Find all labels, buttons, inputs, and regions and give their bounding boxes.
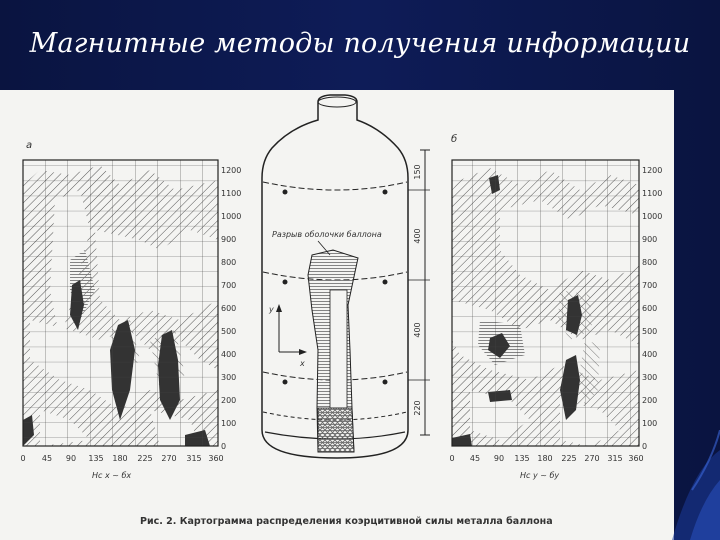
coercivity-map-b: б 0 100 200 300 400 500 600 — [449, 133, 662, 480]
a-ytick-0: 0 — [221, 442, 226, 451]
b-xtick-0: 0 — [449, 454, 454, 463]
figure-caption: Рис. 2. Картограмма распределения коэрци… — [140, 516, 553, 527]
a-xtick-90: 90 — [66, 454, 76, 463]
a-ytick-700: 700 — [221, 281, 236, 290]
a-ytick-900: 900 — [221, 235, 236, 244]
dim-400-top: 400 — [413, 228, 422, 243]
panel-a-y-ticks: 0 100 200 300 400 500 600 700 800 900 10… — [221, 166, 241, 451]
dim-400-bottom: 400 — [413, 322, 422, 337]
a-ytick-1000: 1000 — [221, 212, 241, 221]
b-ytick-400: 400 — [642, 350, 657, 359]
a-ytick-400: 400 — [221, 350, 236, 359]
a-xtick-360: 360 — [208, 454, 223, 463]
b-xtick-360: 360 — [628, 454, 643, 463]
b-ytick-600: 600 — [642, 304, 657, 313]
a-ytick-100: 100 — [221, 419, 236, 428]
panel-a-letter: а — [26, 140, 32, 151]
b-ytick-1200: 1200 — [642, 166, 662, 175]
a-xtick-315: 315 — [186, 454, 201, 463]
panel-a-xlabel: Нс х ~ бх — [92, 471, 131, 480]
coercivity-map-a: а 0 100 200 300 400 500 600 — [20, 140, 241, 480]
a-xtick-225: 225 — [137, 454, 152, 463]
axis-x-label: x — [299, 359, 305, 368]
a-ytick-300: 300 — [221, 373, 236, 382]
panel-b-letter: б — [451, 133, 457, 145]
a-xtick-45: 45 — [42, 454, 52, 463]
panel-b-xlabel: Нс у ~ бу — [520, 471, 559, 480]
b-xtick-90: 90 — [494, 454, 504, 463]
b-xtick-45: 45 — [470, 454, 480, 463]
a-xtick-0: 0 — [20, 454, 25, 463]
b-ytick-800: 800 — [642, 258, 657, 267]
b-ytick-0: 0 — [642, 442, 647, 451]
b-xtick-270: 270 — [584, 454, 599, 463]
b-ytick-700: 700 — [642, 281, 657, 290]
b-xtick-315: 315 — [607, 454, 622, 463]
b-ytick-200: 200 — [642, 396, 657, 405]
b-xtick-180: 180 — [537, 454, 552, 463]
dim-150: 150 — [413, 164, 422, 179]
b-ytick-900: 900 — [642, 235, 657, 244]
a-xtick-135: 135 — [88, 454, 103, 463]
b-ytick-1100: 1100 — [642, 189, 662, 198]
a-ytick-600: 600 — [221, 304, 236, 313]
a-ytick-200: 200 — [221, 396, 236, 405]
b-ytick-1000: 1000 — [642, 212, 662, 221]
corner-decoration — [672, 430, 720, 540]
a-xtick-180: 180 — [112, 454, 127, 463]
a-ytick-500: 500 — [221, 327, 236, 336]
b-ytick-100: 100 — [642, 419, 657, 428]
dim-220: 220 — [413, 400, 422, 415]
slide-title: Магнитные методы получения информации — [29, 27, 691, 59]
a-xtick-270: 270 — [161, 454, 176, 463]
figure-image: а 0 100 200 300 400 500 600 — [0, 90, 674, 540]
panel-a-x-ticks: 0 45 90 135 180 225 270 315 360 — [20, 454, 223, 463]
panel-b-y-ticks: 0 100 200 300 400 500 600 700 800 900 10… — [642, 166, 662, 451]
b-xtick-225: 225 — [561, 454, 576, 463]
a-ytick-1100: 1100 — [221, 189, 241, 198]
a-ytick-1200: 1200 — [221, 166, 241, 175]
b-ytick-500: 500 — [642, 327, 657, 336]
b-xtick-135: 135 — [514, 454, 529, 463]
b-ytick-300: 300 — [642, 373, 657, 382]
axis-y-label: y — [268, 305, 274, 314]
a-ytick-800: 800 — [221, 258, 236, 267]
cylinder-diagram: Разрыв оболочки баллона y x 150 400 400 … — [261, 94, 430, 459]
panel-b-x-ticks: 0 45 90 135 180 225 270 315 360 — [449, 454, 643, 463]
crack-label: Разрыв оболочки баллона — [272, 230, 382, 239]
